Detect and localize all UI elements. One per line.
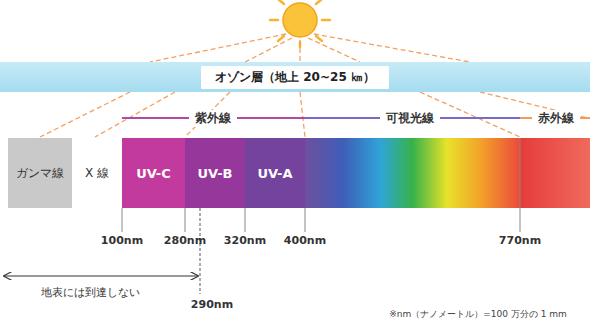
- xray-band: X 線: [72, 138, 122, 208]
- footnote: ※nm（ナノメートル）=100 万分の 1 mm: [389, 308, 567, 321]
- wavelength-label: 320nm: [224, 234, 266, 247]
- wavelength-label: 280nm: [164, 234, 206, 247]
- range-arrow: [4, 275, 198, 276]
- wavelength-label: 770nm: [499, 234, 541, 247]
- band-text: UV-B: [198, 166, 233, 181]
- band-text: ガンマ線: [16, 165, 64, 182]
- visible-band: [305, 138, 520, 208]
- boundary-ticks: [122, 138, 520, 232]
- wavelength-label: 100nm: [101, 234, 143, 247]
- range-label: 紫外線: [189, 110, 237, 127]
- band-text: オゾン層（地上 20~25 ㎞）: [201, 66, 389, 89]
- range-label: 赤外線: [532, 110, 580, 127]
- 290nm-line: [200, 208, 201, 294]
- wavelength-label: 290nm: [191, 298, 233, 311]
- band-text: UV-C: [136, 166, 171, 181]
- range-label: 可視光線: [380, 110, 440, 127]
- band-text: X 線: [85, 165, 109, 182]
- infrared-band: [520, 138, 590, 208]
- uvb-band: UV-B: [185, 138, 245, 208]
- note: 地表には到達しない: [41, 285, 140, 300]
- ozone-rays: [40, 92, 588, 137]
- uvc-band: UV-C: [122, 138, 185, 208]
- uva-band: UV-A: [245, 138, 305, 208]
- sun-rays: [150, 34, 470, 62]
- sun: [270, 0, 330, 47]
- gamma-band: ガンマ線: [8, 138, 72, 208]
- wavelength-label: 400nm: [284, 234, 326, 247]
- band-text: UV-A: [257, 166, 292, 181]
- ozone-band: オゾン層（地上 20~25 ㎞）: [0, 62, 590, 92]
